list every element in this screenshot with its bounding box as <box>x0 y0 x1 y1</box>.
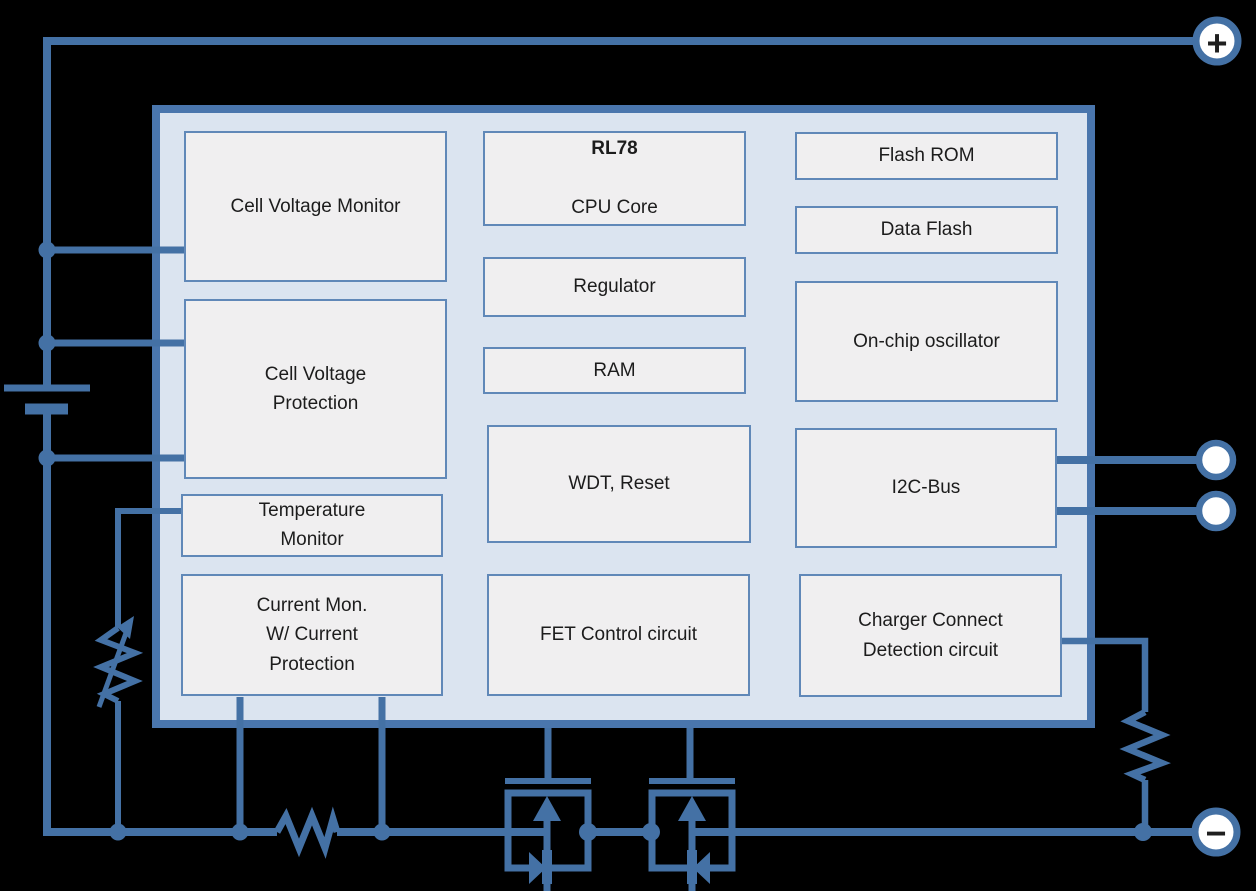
cpu-subtitle: CPU Core <box>571 197 658 219</box>
minus-sign: − <box>1205 813 1226 854</box>
i2c-terminal-1 <box>1195 439 1237 481</box>
block-ram: RAM <box>483 347 746 394</box>
thermistor-wire <box>115 508 181 628</box>
positive-terminal <box>1192 16 1242 66</box>
thermistor-icon <box>93 616 144 708</box>
block-regulator: Regulator <box>483 257 746 317</box>
charger-detect-resistor-icon <box>1119 709 1171 783</box>
negative-rail-wire <box>43 409 277 836</box>
battery-icon <box>4 384 90 415</box>
plus-sign: + <box>1206 23 1227 64</box>
junction-dots <box>38 241 1152 841</box>
block-i2c-bus: I2C-Bus <box>795 428 1057 548</box>
block-flash-rom: Flash ROM <box>795 132 1058 180</box>
negative-terminal <box>1191 807 1241 857</box>
block-temperature-monitor: Temperature Monitor <box>181 494 443 557</box>
block-on-chip-oscillator: On-chip oscillator <box>795 281 1058 402</box>
charger-detect-wire <box>1062 637 1149 712</box>
i2c-terminal-2 <box>1195 490 1237 532</box>
block-wdt-reset: WDT, Reset <box>487 425 751 543</box>
block-fet-control: FET Control circuit <box>487 574 750 696</box>
positive-rail-wire <box>43 37 1196 388</box>
block-current-monitor: Current Mon. W/ Current Protection <box>181 574 443 696</box>
mosfet-charge-icon <box>648 789 736 891</box>
current-sense-resistor-icon <box>273 806 341 859</box>
block-cell-voltage-monitor: Cell Voltage Monitor <box>184 131 447 282</box>
mosfet-discharge-icon <box>504 789 592 891</box>
block-data-flash: Data Flash <box>795 206 1058 254</box>
block-cpu-core: RL78 CPU Core <box>483 131 746 226</box>
block-charger-connect-detection: Charger Connect Detection circuit <box>799 574 1062 697</box>
block-cell-voltage-protection: Cell Voltage Protection <box>184 299 447 479</box>
cpu-title: RL78 <box>591 138 638 160</box>
